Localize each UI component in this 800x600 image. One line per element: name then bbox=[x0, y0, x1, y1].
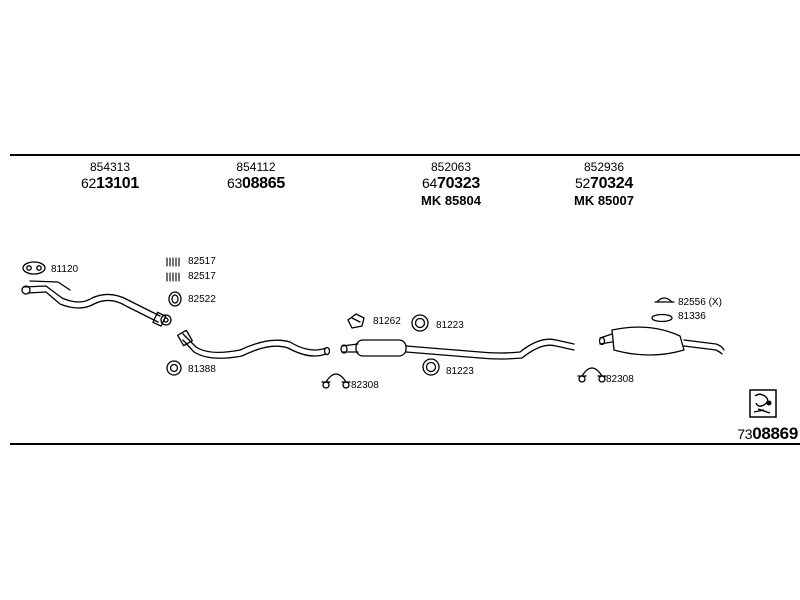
group-rear-silencer-part-number: 5270324 bbox=[575, 175, 633, 192]
top-divider bbox=[10, 154, 800, 156]
group-middle-silencer: 852063 6470323 MK 85804 bbox=[391, 160, 511, 209]
part-label-81262: 81262 bbox=[373, 316, 401, 327]
group-rear-silencer: 852936 5270324 MK 85007 bbox=[544, 160, 664, 209]
bottom-divider bbox=[10, 443, 800, 445]
bolt-icon bbox=[166, 257, 180, 267]
group-rear-silencer-oe-number: 852936 bbox=[583, 160, 625, 174]
group-middle-silencer-part-number: 6470323 bbox=[422, 175, 480, 192]
ring-icon bbox=[411, 314, 429, 332]
group-middle-silencer-oe-number: 852063 bbox=[430, 160, 472, 174]
group-rear-silencer-mk-number: MK 85007 bbox=[574, 193, 634, 208]
group-intermediate-pipe-part-number: 6308865 bbox=[227, 175, 285, 192]
part-label-82517-upper: 82517 bbox=[188, 256, 216, 267]
part-label-81388: 81388 bbox=[188, 364, 216, 375]
gasket-icon bbox=[168, 291, 182, 307]
group-middle-silencer-mk-number: MK 85804 bbox=[421, 193, 481, 208]
rubber-ring-icon bbox=[651, 313, 673, 323]
clamp-icon bbox=[321, 373, 351, 389]
bolt-icon bbox=[166, 272, 180, 282]
gasket-icon bbox=[22, 261, 46, 275]
ring-icon bbox=[166, 360, 182, 376]
rear-silencer-icon bbox=[598, 326, 725, 356]
clamp-icon bbox=[577, 367, 607, 383]
part-label-81223-lower: 81223 bbox=[446, 366, 474, 377]
group-front-pipe: 854313 6213101 bbox=[50, 160, 170, 193]
group-front-pipe-part-number: 6213101 bbox=[81, 175, 139, 192]
part-label-82308-rear: 82308 bbox=[606, 374, 634, 385]
intermediate-pipe-icon bbox=[177, 329, 331, 359]
kit-symbol-icon bbox=[749, 389, 777, 418]
rubber-hanger-icon bbox=[347, 313, 365, 329]
front-pipe-icon bbox=[21, 280, 172, 327]
part-label-81120: 81120 bbox=[51, 264, 79, 275]
part-label-82522: 82522 bbox=[188, 294, 216, 305]
group-intermediate-pipe-oe-number: 854112 bbox=[236, 160, 276, 174]
part-label-82517-lower: 82517 bbox=[188, 271, 216, 282]
group-intermediate-pipe: 854112 6308865 bbox=[196, 160, 316, 193]
heat-shield-icon bbox=[654, 297, 675, 303]
ring-icon bbox=[422, 358, 440, 376]
part-label-82308-middle: 82308 bbox=[351, 380, 379, 391]
part-label-81223-upper: 81223 bbox=[436, 320, 464, 331]
part-label-81336: 81336 bbox=[678, 311, 706, 322]
middle-silencer-icon bbox=[340, 338, 575, 360]
part-label-82556: 82556 (X) bbox=[678, 297, 722, 308]
group-front-pipe-oe-number: 854313 bbox=[89, 160, 131, 174]
kit-part-number: 7308869 bbox=[737, 424, 798, 443]
